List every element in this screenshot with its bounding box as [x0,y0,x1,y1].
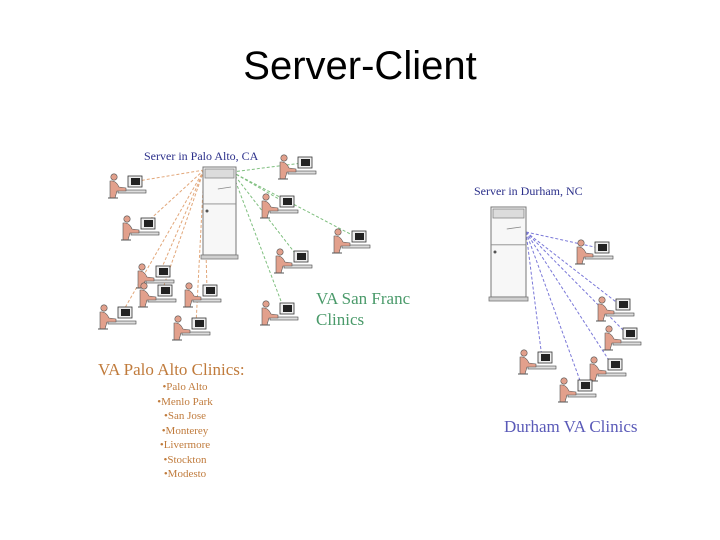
person-at-computer-icon [575,239,614,265]
durham-clinics-heading: Durham VA Clinics [504,417,638,436]
person-at-computer-icon [138,282,177,308]
clinic-item: •Modesto [163,468,207,480]
palo-alto-clinics-heading: VA Palo Alto Clinics: [98,360,245,379]
clinic-item: •Livermore [159,439,211,451]
person-at-computer-icon [274,248,313,274]
person-at-computer-icon [108,173,147,199]
sf-heading-line2: Clinics [316,310,365,329]
person-at-computer-icon [603,325,642,351]
durham-server-label: Server in Durham, NC [474,184,583,198]
clinic-item: •San Jose [163,410,207,422]
person-at-computer-icon [518,349,557,375]
person-at-computer-icon [588,356,627,382]
servers [200,166,529,302]
clients [98,154,642,403]
durham-server-icon [488,206,529,302]
palo-alto-server-icon [200,166,239,260]
clinic-item: •Monterey [161,424,209,437]
person-at-computer-icon [260,193,299,219]
person-at-computer-icon [183,282,222,308]
person-at-computer-icon [98,304,137,330]
san-francisco-clinics-heading: VA San Franc Clinics [316,288,410,330]
person-at-computer-icon [121,215,160,241]
palo-alto-server-label: Server in Palo Alto, CA [144,149,259,163]
palo-alto-clinic-list: •Palo Alto •Menlo Park •San Jose •Monter… [140,380,230,482]
person-at-computer-icon [596,296,635,322]
clinic-item: •Stockton [163,453,207,466]
sf-heading-line1: VA San Franc [316,289,411,308]
slide-title: Server-Client [243,44,477,88]
clinic-item: •Menlo Park [157,395,213,408]
person-at-computer-icon [332,228,371,254]
person-at-computer-icon [260,300,299,326]
person-at-computer-icon [278,154,317,180]
person-at-computer-icon [172,315,211,341]
clinic-item: •Palo Alto [162,381,208,393]
person-at-computer-icon [558,377,597,403]
